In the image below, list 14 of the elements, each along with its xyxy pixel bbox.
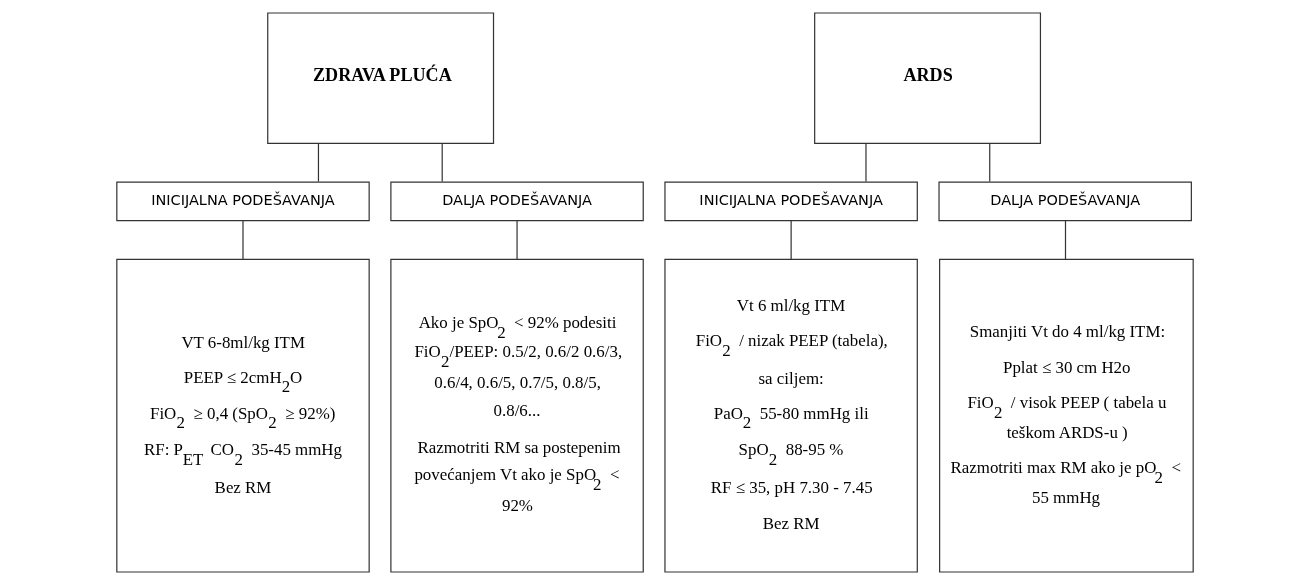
- node-box: DALJA PODEŠAVANJA: [938, 181, 1192, 222]
- connector: [1064, 220, 1067, 260]
- node-box: INICIJALNA PODEŠAVANJA: [664, 181, 918, 222]
- node-box: ZDRAVA PLUĆA: [267, 12, 495, 144]
- node-box: ARDS: [814, 12, 1042, 144]
- connector: [790, 220, 792, 260]
- connector: [989, 143, 991, 183]
- connector: [441, 143, 443, 183]
- connector: [317, 143, 320, 183]
- connector: [865, 143, 867, 183]
- connector: [516, 220, 518, 260]
- node-box: INICIJALNA PODEŠAVANJA: [116, 181, 370, 222]
- node-box: DALJA PODEŠAVANJA: [390, 181, 644, 222]
- connector: [242, 220, 244, 260]
